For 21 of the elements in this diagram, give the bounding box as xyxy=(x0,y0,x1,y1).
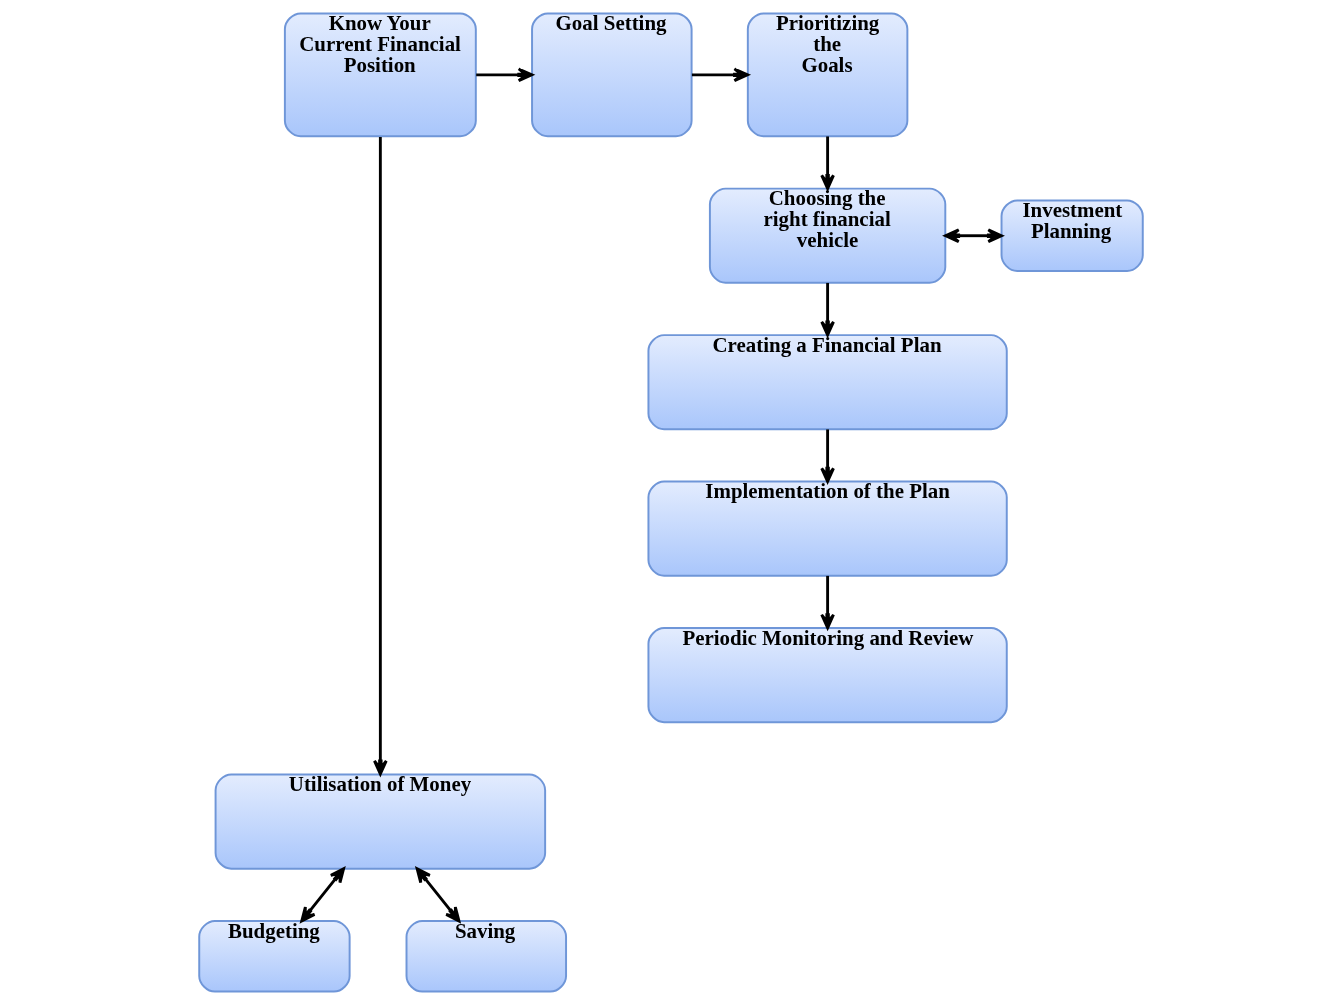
arrow xyxy=(819,282,835,337)
arrow xyxy=(943,228,1003,244)
node-box: Saving xyxy=(405,920,567,993)
arrow xyxy=(819,429,835,483)
node-box: Implementation of the Plan xyxy=(646,480,1008,577)
node-box: Creating a Financial Plan xyxy=(646,334,1008,431)
node-box: Choosing the right financial vehicle xyxy=(708,187,946,284)
node-box: Goal Setting xyxy=(530,12,693,138)
arrow xyxy=(691,67,749,83)
node-box: Utilisation of Money xyxy=(214,773,546,870)
arrow xyxy=(819,575,835,630)
node-box: Investment Planning xyxy=(1000,199,1144,272)
arrow xyxy=(299,867,345,923)
node-box: Know Your Current Financial Position xyxy=(283,12,477,138)
node-box: Budgeting xyxy=(197,920,351,993)
arrow xyxy=(415,867,460,923)
node-box: Periodic Monitoring and Review xyxy=(646,627,1008,724)
arrow xyxy=(475,67,533,83)
arrow xyxy=(819,136,835,190)
node-box: Prioritizing the Goals xyxy=(746,12,908,138)
arrow xyxy=(372,136,388,776)
